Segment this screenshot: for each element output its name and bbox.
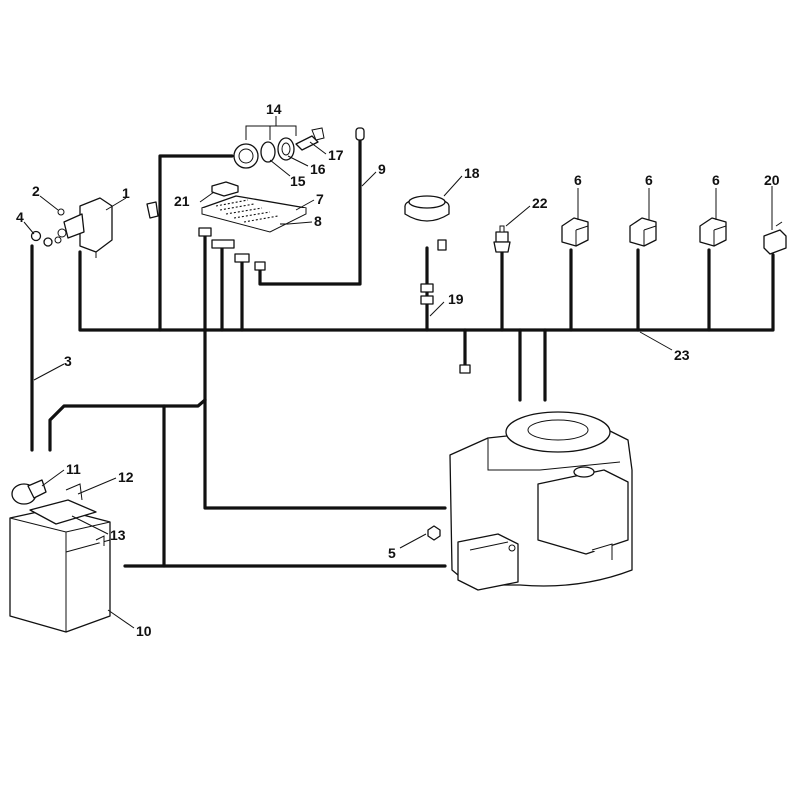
- callout-2: 2: [32, 183, 40, 199]
- cap-18: [404, 195, 450, 251]
- washer-nut-4: [30, 230, 53, 247]
- solenoid-part: [54, 197, 113, 258]
- switch-6b: [629, 217, 657, 247]
- leader-lines: [23, 141, 773, 629]
- micro-switch-20: [763, 221, 787, 255]
- connector-blocks: [198, 227, 471, 374]
- callout-11: 11: [66, 461, 81, 477]
- switch-6c: [699, 217, 727, 247]
- wire-9-terminal: [355, 127, 365, 141]
- callout-12: 12: [118, 469, 134, 485]
- battery-10: [9, 507, 111, 633]
- callout-13: 13: [110, 527, 126, 543]
- terminal-cover-11: [11, 479, 47, 505]
- callout-15: 15: [290, 173, 306, 189]
- callout-6a: 6: [574, 172, 582, 188]
- wiring-harness: [30, 138, 775, 568]
- callout-18: 18: [464, 165, 480, 181]
- callout-6c: 6: [712, 172, 720, 188]
- callout-14: 14: [266, 101, 282, 117]
- switch-6a: [561, 217, 589, 247]
- callout-8: 8: [314, 213, 322, 229]
- engine: [449, 411, 633, 591]
- callout-4: 4: [16, 209, 24, 225]
- callout-3: 3: [64, 353, 72, 369]
- callout-7: 7: [316, 191, 324, 207]
- callout-21: 21: [174, 193, 190, 209]
- callout-19: 19: [448, 291, 464, 307]
- callout-23: 23: [674, 347, 690, 363]
- nut-5: [427, 525, 441, 541]
- clip-small: [146, 201, 159, 219]
- callout-6b: 6: [645, 172, 653, 188]
- callout-16: 16: [310, 161, 326, 177]
- callout-20: 20: [764, 172, 780, 188]
- callout-10: 10: [136, 623, 152, 639]
- callout-5: 5: [388, 545, 396, 561]
- control-board-7: [201, 195, 307, 233]
- callout-numbers: 1 2 4 3 5 6 6 6 7 8 9 10 11 12 13 14 15 …: [16, 101, 780, 639]
- part-21: [211, 181, 239, 197]
- key-switch-14: [233, 127, 325, 169]
- callout-1: 1: [122, 185, 130, 201]
- sensor-22: [493, 225, 511, 253]
- screw-2: [57, 208, 65, 216]
- callout-22: 22: [532, 195, 548, 211]
- callout-9: 9: [378, 161, 386, 177]
- callout-17: 17: [328, 147, 344, 163]
- battery-strap-12: [29, 483, 97, 525]
